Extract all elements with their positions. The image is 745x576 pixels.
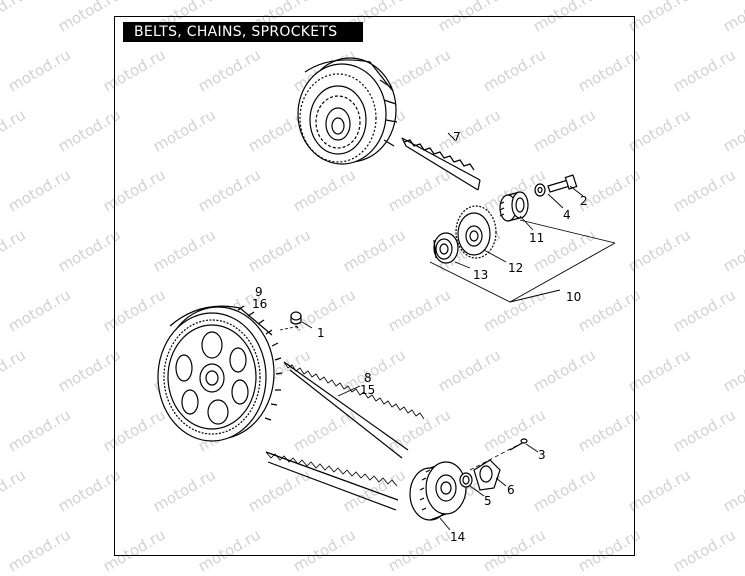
transmission-sprocket xyxy=(409,461,467,531)
sprocket-spacer xyxy=(499,191,529,222)
callout-4: 4 xyxy=(563,208,571,222)
pulley-bolt xyxy=(279,311,313,331)
callout-10: 10 xyxy=(566,290,582,304)
diagram-title: BELTS, CHAINS, SPROCKETS xyxy=(123,22,363,42)
lock-plate-assembly xyxy=(459,438,539,497)
callout-9: 9 xyxy=(255,285,263,299)
callout-14: 14 xyxy=(450,530,466,544)
callout-15: 15 xyxy=(360,383,376,397)
sliding-cam xyxy=(433,232,459,264)
sprocket-bolt xyxy=(534,174,578,197)
callout-13: 13 xyxy=(473,268,489,282)
callout-3: 3 xyxy=(538,448,546,462)
callout-12: 12 xyxy=(508,261,524,275)
callout-7: 7 xyxy=(453,130,461,144)
clutch-shell-assembly xyxy=(297,57,398,165)
callout-16: 16 xyxy=(252,297,268,311)
callout-11: 11 xyxy=(529,231,545,245)
drive-belt xyxy=(265,361,425,511)
leader-lines-upper xyxy=(429,132,616,303)
callout-1: 1 xyxy=(317,326,325,340)
exploded-parts-drawing xyxy=(157,57,616,531)
diagram-frame xyxy=(114,16,635,556)
callout-5: 5 xyxy=(484,494,492,508)
callout-6: 6 xyxy=(507,483,515,497)
rear-pulley xyxy=(157,305,283,442)
callout-8: 8 xyxy=(364,371,372,385)
compensating-sprocket xyxy=(455,205,497,259)
primary-chain xyxy=(401,137,481,191)
callout-2: 2 xyxy=(580,194,588,208)
